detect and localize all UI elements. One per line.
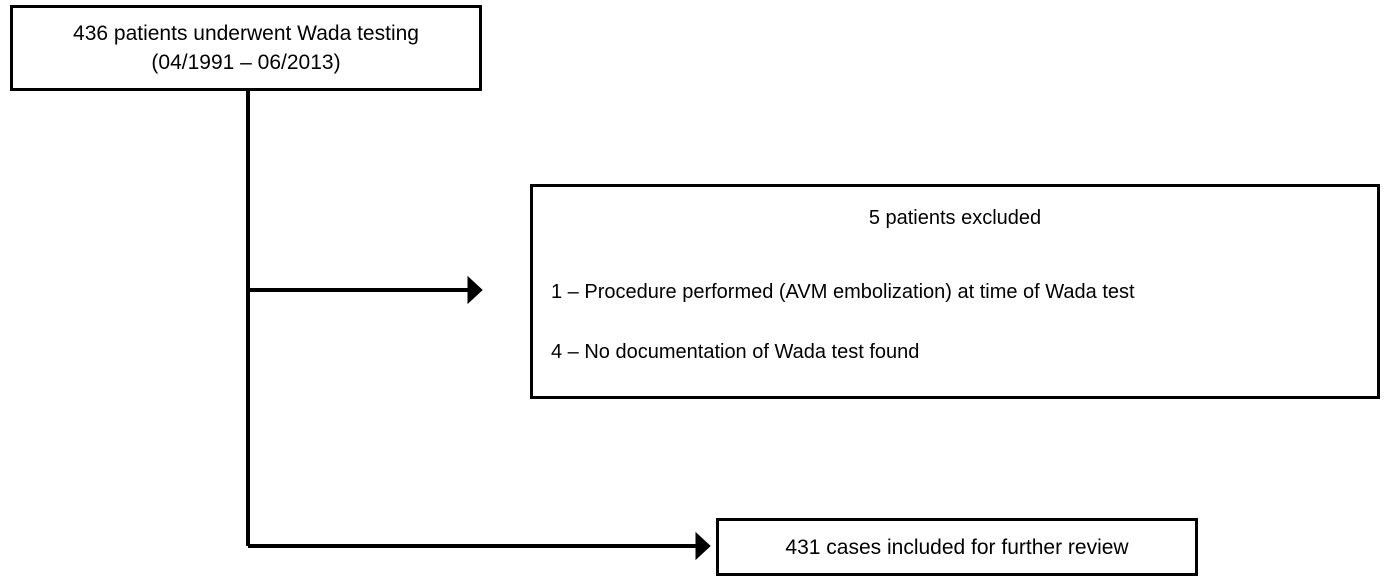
node-cohort-line-2: (04/1991 – 06/2013) <box>151 51 341 74</box>
connector-excluded-arrowhead <box>467 275 483 305</box>
connector-included-arrowhead <box>695 531 711 561</box>
node-excluded-reason-2: 4 – No documentation of Wada test found <box>551 341 920 363</box>
node-excluded-title: 5 patients excluded <box>868 207 1042 229</box>
node-excluded-reason-1: 1 – Procedure performed (AVM embolizatio… <box>551 281 1135 303</box>
node-cohort-line-1: 436 patients underwent Wada testing <box>73 22 419 45</box>
node-included-line-1: 431 cases included for further review <box>785 535 1129 559</box>
node-excluded-box: 5 patients excluded 1 – Procedure perfor… <box>530 184 1380 399</box>
node-included-box: 431 cases included for further review <box>716 518 1198 576</box>
node-cohort-box: 436 patients underwent Wada testing (04/… <box>10 5 482 91</box>
